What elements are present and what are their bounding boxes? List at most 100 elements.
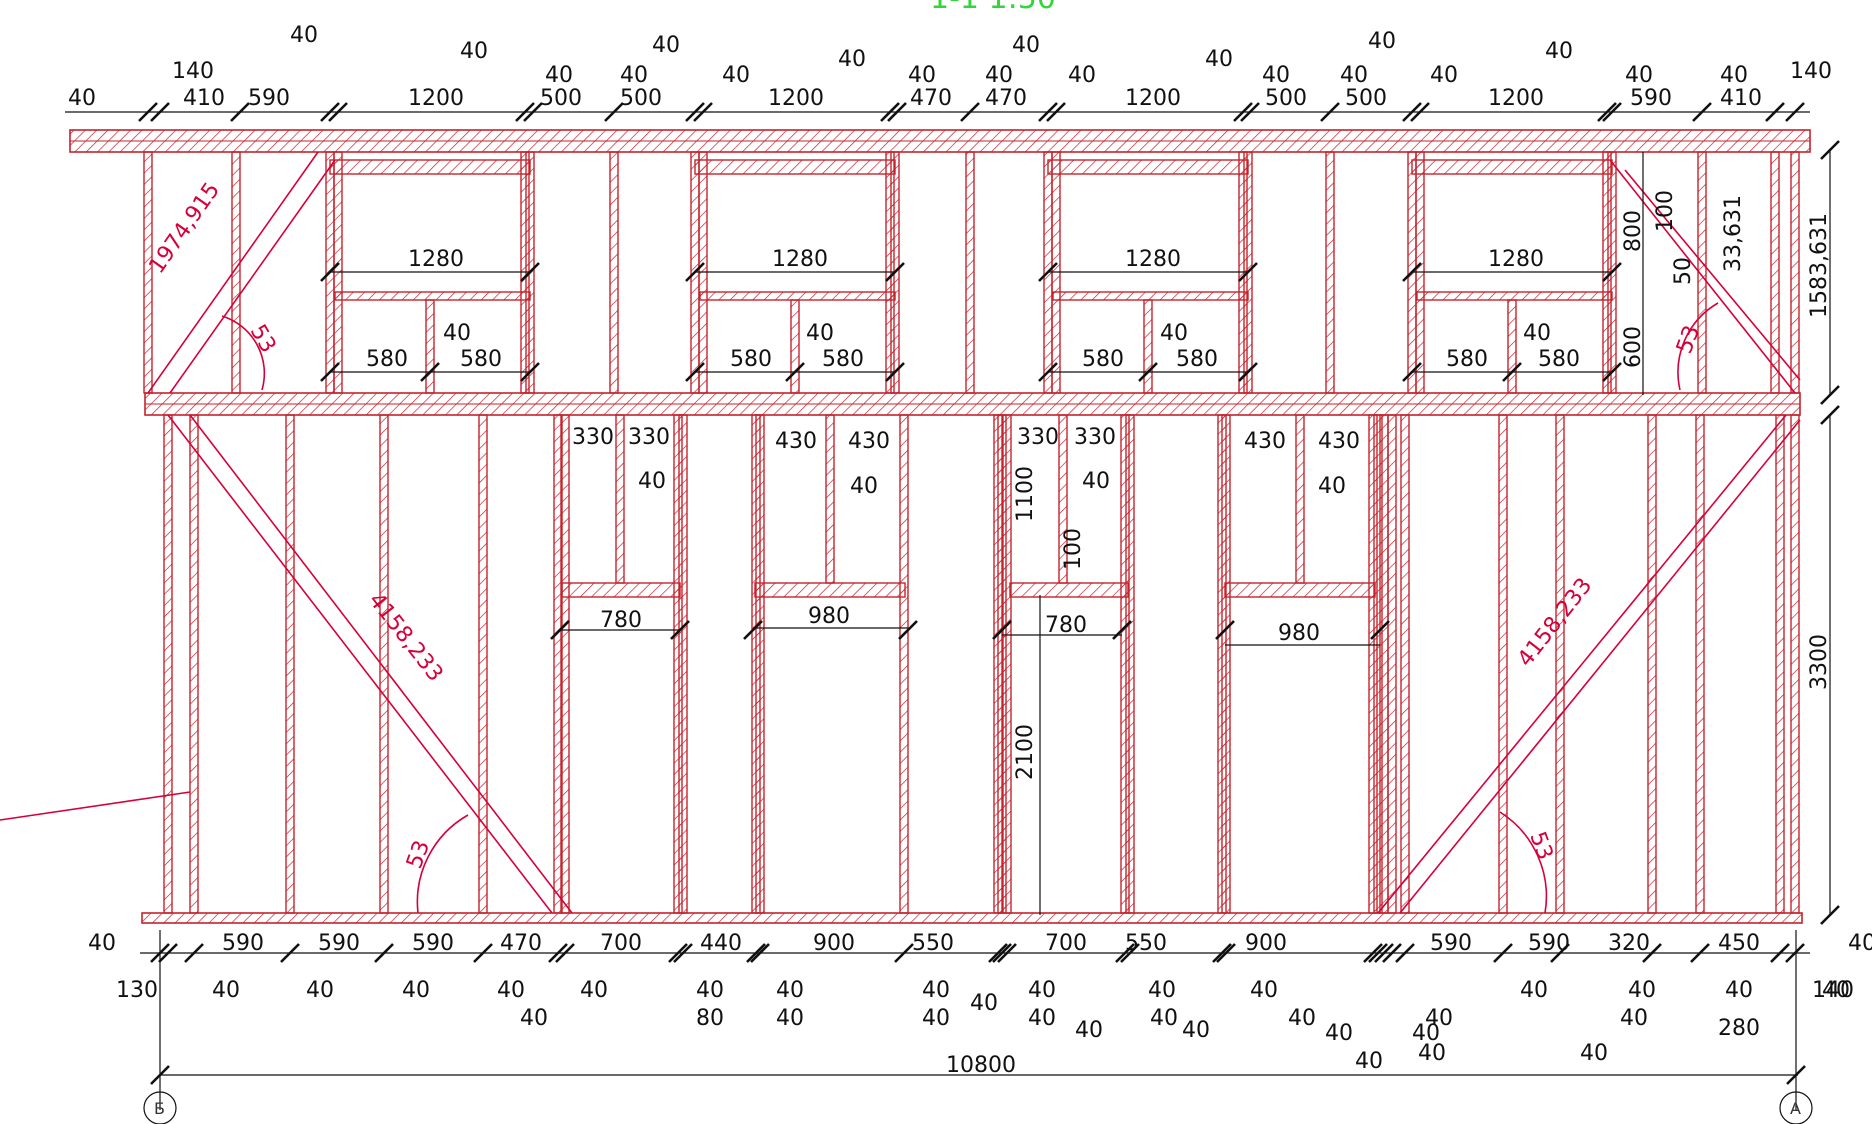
bottom-dim-callout: 130: [116, 978, 158, 1003]
dim-tick: [1602, 362, 1622, 382]
dim-tick: [992, 943, 1012, 963]
door-cripple: [615, 414, 625, 584]
bottom-dim-callout: 40: [306, 978, 334, 1003]
svg-text:50: 50: [1671, 257, 1696, 285]
svg-text:580: 580: [1176, 347, 1218, 372]
dim-tick: [1038, 362, 1058, 382]
axis-marker-left: Б: [143, 1091, 177, 1124]
top-dim-callout: 40: [1012, 33, 1040, 58]
bottom-dim-text: 40: [1848, 931, 1872, 956]
dim-tick: [1046, 102, 1066, 122]
dim-tick: [320, 262, 340, 282]
top-dim-text: 410: [183, 86, 225, 111]
dim-tick: [1038, 102, 1058, 122]
dim-tick: [685, 262, 705, 282]
dim-tick: [520, 362, 540, 382]
dim-tick: [750, 943, 770, 963]
window-mullion: [790, 299, 800, 394]
bottom-dim-callout: 40: [1148, 978, 1176, 1003]
upper-stud: [143, 151, 153, 394]
bottom-dim-callout: 140: [1812, 978, 1854, 1003]
dim-tick: [328, 102, 348, 122]
bottom-dim-callout: 40: [1628, 978, 1656, 1003]
lower-studs: [163, 414, 1800, 914]
dim-tick: [1112, 620, 1132, 640]
dim-tick: [320, 362, 340, 382]
dim-tick: [997, 943, 1017, 963]
dim-tick: [1502, 362, 1522, 382]
dim-tick: [887, 102, 907, 122]
svg-text:1280: 1280: [408, 247, 464, 272]
svg-text:40: 40: [850, 474, 878, 499]
svg-text:40: 40: [638, 469, 666, 494]
dim-tick: [230, 102, 250, 122]
top-dim-text: 590: [1630, 86, 1672, 111]
dim-tick: [158, 943, 178, 963]
window-mullion: [1507, 299, 1517, 394]
dim-tick: [1238, 362, 1258, 382]
window-dimension-texts: 1280 1280 1280 1280 580 580 580 580 580 …: [366, 247, 1580, 372]
svg-text:580: 580: [822, 347, 864, 372]
dim-tick: [1215, 620, 1235, 640]
dim-tick: [1138, 362, 1158, 382]
svg-text:580: 580: [460, 347, 502, 372]
dim-tick: [420, 362, 440, 382]
bottom-dim-text: 470: [500, 931, 542, 956]
dim-tick: [960, 102, 980, 122]
bottom-dim-callout: 40: [1182, 1018, 1210, 1043]
dim-tick: [550, 620, 570, 640]
upper-stud: [231, 151, 241, 394]
svg-text:Б: Б: [154, 1099, 165, 1118]
top-dim-callout: 40: [290, 23, 318, 48]
dim-tick: [898, 620, 918, 640]
dim-tick: [1240, 102, 1260, 122]
svg-text:40: 40: [806, 321, 834, 346]
dim-tick: [1233, 102, 1253, 122]
lower-stud: [1498, 414, 1508, 914]
angle-label-1: 53: [245, 321, 281, 358]
dim-tick: [1820, 140, 1840, 160]
dim-tick: [548, 943, 568, 963]
bottom-dim-callout: 40: [1325, 1021, 1353, 1046]
dim-tick: [473, 943, 493, 963]
brace-label-upper: 1974,915: [144, 178, 225, 278]
door-cripple: [1295, 414, 1305, 584]
dim-tick: [1493, 943, 1513, 963]
top-dim-text: 500: [620, 86, 662, 111]
dim-tick: [150, 1065, 170, 1085]
bottom-dim-callout: 40: [1425, 1006, 1453, 1031]
upper-stud: [1697, 151, 1707, 394]
dim-tick: [1216, 943, 1236, 963]
dim-tick: [668, 943, 688, 963]
svg-text:40: 40: [443, 321, 471, 346]
top-dim-text: 470: [910, 86, 952, 111]
svg-text:780: 780: [600, 608, 642, 633]
svg-text:980: 980: [1278, 621, 1320, 646]
brace-label-right: 4158,233: [1513, 574, 1597, 672]
bottom-dim-text: 590: [222, 931, 264, 956]
bottom-dim-callout: 80: [696, 1006, 724, 1031]
dim-tick: [1410, 102, 1430, 122]
brace-label-left: 4158,233: [363, 588, 447, 686]
dim-tick: [1785, 102, 1805, 122]
door-dimension-texts: 330 330 430 430 330 330 430 430 40 40 40…: [572, 425, 1360, 780]
top-dim-callout: 40: [1262, 63, 1290, 88]
bottom-dim-callout: 40: [1028, 978, 1056, 1003]
bottom-dim-callout: 40: [1028, 1006, 1056, 1031]
dim-tick: [1395, 943, 1415, 963]
dim-tick: [673, 943, 693, 963]
dim-tick: [1120, 943, 1140, 963]
dim-tick: [1115, 943, 1135, 963]
lower-stud: [755, 414, 765, 914]
svg-text:1100: 1100: [1013, 466, 1038, 522]
lower-stud: [560, 414, 570, 914]
bottom-dim-text: 590: [1528, 931, 1570, 956]
bottom-dim-callout: 40: [922, 978, 950, 1003]
dim-tick: [1370, 620, 1390, 640]
top-dim-callout: 40: [838, 47, 866, 72]
top-dim-text: 40: [68, 86, 96, 111]
bottom-dim-text: 40: [88, 931, 116, 956]
lower-stud: [1125, 414, 1135, 914]
bottom-dim-text: 550: [1125, 931, 1167, 956]
dim-tick: [1786, 1065, 1806, 1085]
